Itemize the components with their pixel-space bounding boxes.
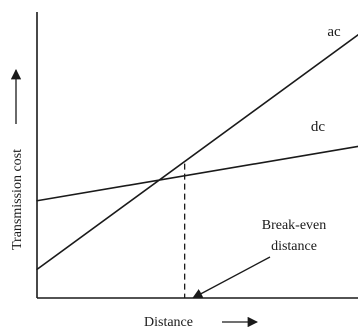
- y-axis-label: Transmission cost: [10, 149, 25, 250]
- series-line-ac: [36, 34, 358, 271]
- series-label-ac: ac: [327, 24, 341, 40]
- x-axis-label: Distance: [144, 315, 193, 330]
- annotation-break-even: Break-even: [262, 218, 327, 233]
- annotation-arrow: [192, 256, 271, 299]
- series-line-dc: [36, 145, 358, 202]
- series-label-dc: dc: [311, 119, 326, 135]
- annotation-distance: distance: [271, 239, 317, 254]
